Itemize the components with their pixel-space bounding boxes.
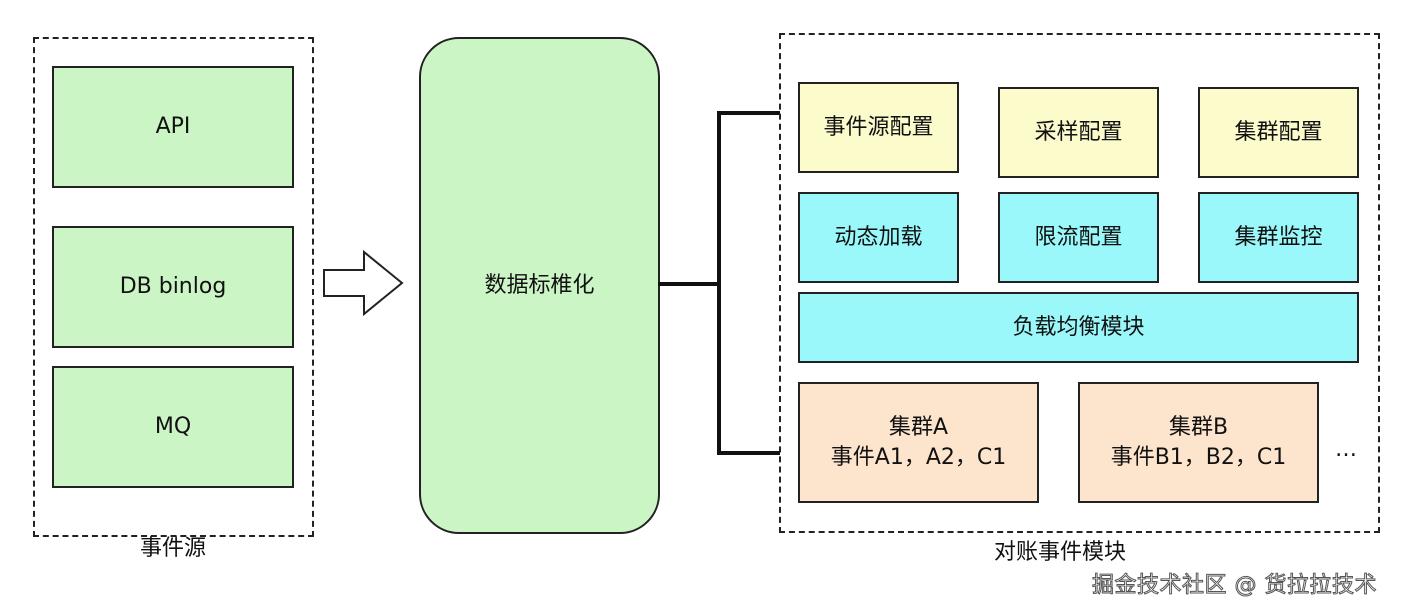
cluster-a-name: 集群A [888, 414, 949, 440]
watermark-text: 掘金技术社区 @ 货拉拉技术 [1092, 573, 1378, 599]
cluster-a-box: 集群A 事件A1，A2，C1 [798, 382, 1039, 503]
reconcile-module-group [779, 33, 1380, 533]
event-source-caption: 事件源 [139, 536, 206, 561]
event-source-group [33, 37, 314, 537]
flow-arrow-icon [323, 249, 404, 317]
cluster-b-events: 事件B1，B2，C1 [1110, 444, 1287, 470]
config-cluster-box: 集群配置 [1198, 87, 1359, 178]
reconcile-module-caption: 对账事件模块 [993, 540, 1126, 565]
cluster-b-name: 集群B [1168, 414, 1229, 440]
config-sampling-box: 采样配置 [998, 87, 1159, 178]
config-event-source-box: 事件源配置 [798, 82, 959, 173]
connector-bracket [658, 111, 780, 455]
rate-limit-config-box: 限流配置 [998, 192, 1159, 283]
cluster-b-box: 集群B 事件B1，B2，C1 [1078, 382, 1319, 503]
source-db-binlog-box: DB binlog [52, 226, 294, 348]
load-balance-box: 负载均衡模块 [798, 292, 1359, 363]
cluster-a-events: 事件A1，A2，C1 [830, 444, 1007, 470]
cluster-monitor-box: 集群监控 [1198, 192, 1359, 283]
more-clusters-ellipsis: … [1335, 437, 1357, 462]
dynamic-load-box: 动态加载 [798, 192, 959, 283]
source-api-box: API [52, 66, 294, 188]
data-standardize-box: 数据标椎化 [419, 37, 660, 534]
source-mq-box: MQ [52, 366, 294, 488]
